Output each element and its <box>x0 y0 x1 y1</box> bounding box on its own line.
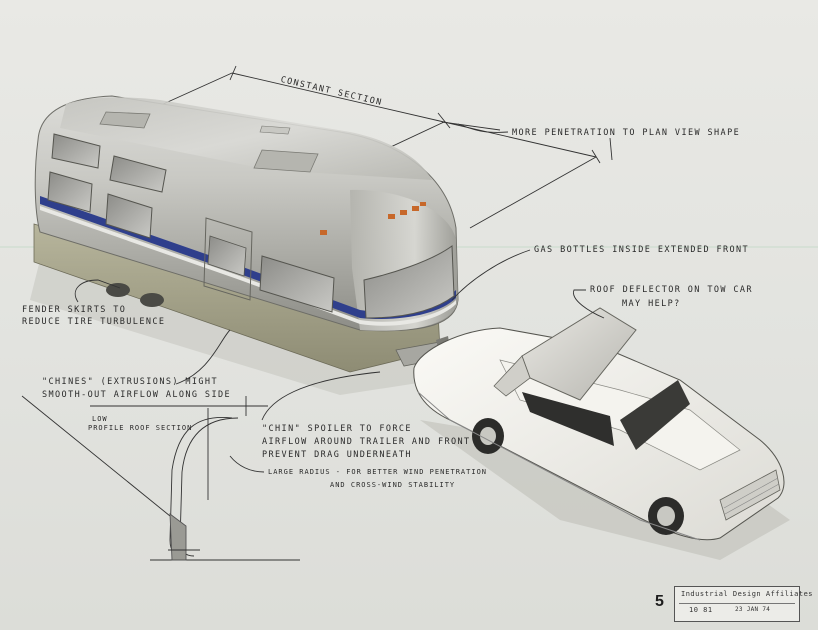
note-cross-wind: AND CROSS-WIND STABILITY <box>330 481 456 489</box>
note-low: LOW <box>92 415 108 423</box>
leader-lines <box>74 123 605 473</box>
airstream-trailer <box>33 95 459 373</box>
note-fender-skirts: FENDER SKIRTS TO <box>22 305 127 315</box>
note-may-help: MAY HELP? <box>622 299 681 309</box>
roof-cross-section <box>21 395 300 561</box>
note-smooth-airflow: SMOOTH-OUT AIRFLOW ALONG SIDE <box>42 390 232 400</box>
tow-car <box>413 307 785 541</box>
note-reduce-tire-turbulence: REDUCE TIRE TURBULENCE <box>22 317 166 327</box>
note-gas-bottles: GAS BOTTLES INSIDE EXTENDED FRONT <box>534 245 750 255</box>
note-profile-roof-section: PROFILE ROOF SECTION <box>88 424 193 432</box>
note-more-penetration: MORE PENETRATION TO PLAN VIEW SHAPE <box>512 128 741 138</box>
note-chines: "CHINES" (EXTRUSIONS) MIGHT <box>42 377 218 387</box>
stamp-date: 23 JAN 74 <box>735 606 771 613</box>
note-chin-spoiler: "CHIN" SPOILER TO FORCE <box>262 424 412 434</box>
note-airflow-around: AIRFLOW AROUND TRAILER AND FRONT <box>262 437 471 447</box>
stamp-rule <box>679 603 795 604</box>
page-number: 5 <box>655 593 664 610</box>
note-large-radius: LARGE RADIUS - FOR BETTER WIND PENETRATI… <box>268 468 488 476</box>
note-prevent-drag: PREVENT DRAG UNDERNEATH <box>262 450 412 460</box>
approval-stamp: Industrial Design Affiliates 10 81 23 JA… <box>674 586 813 622</box>
stamp-company: Industrial Design Affiliates <box>681 590 814 598</box>
note-roof-deflector: ROOF DEFLECTOR ON TOW CAR <box>590 285 753 295</box>
stamp-number: 10 81 <box>689 606 713 614</box>
